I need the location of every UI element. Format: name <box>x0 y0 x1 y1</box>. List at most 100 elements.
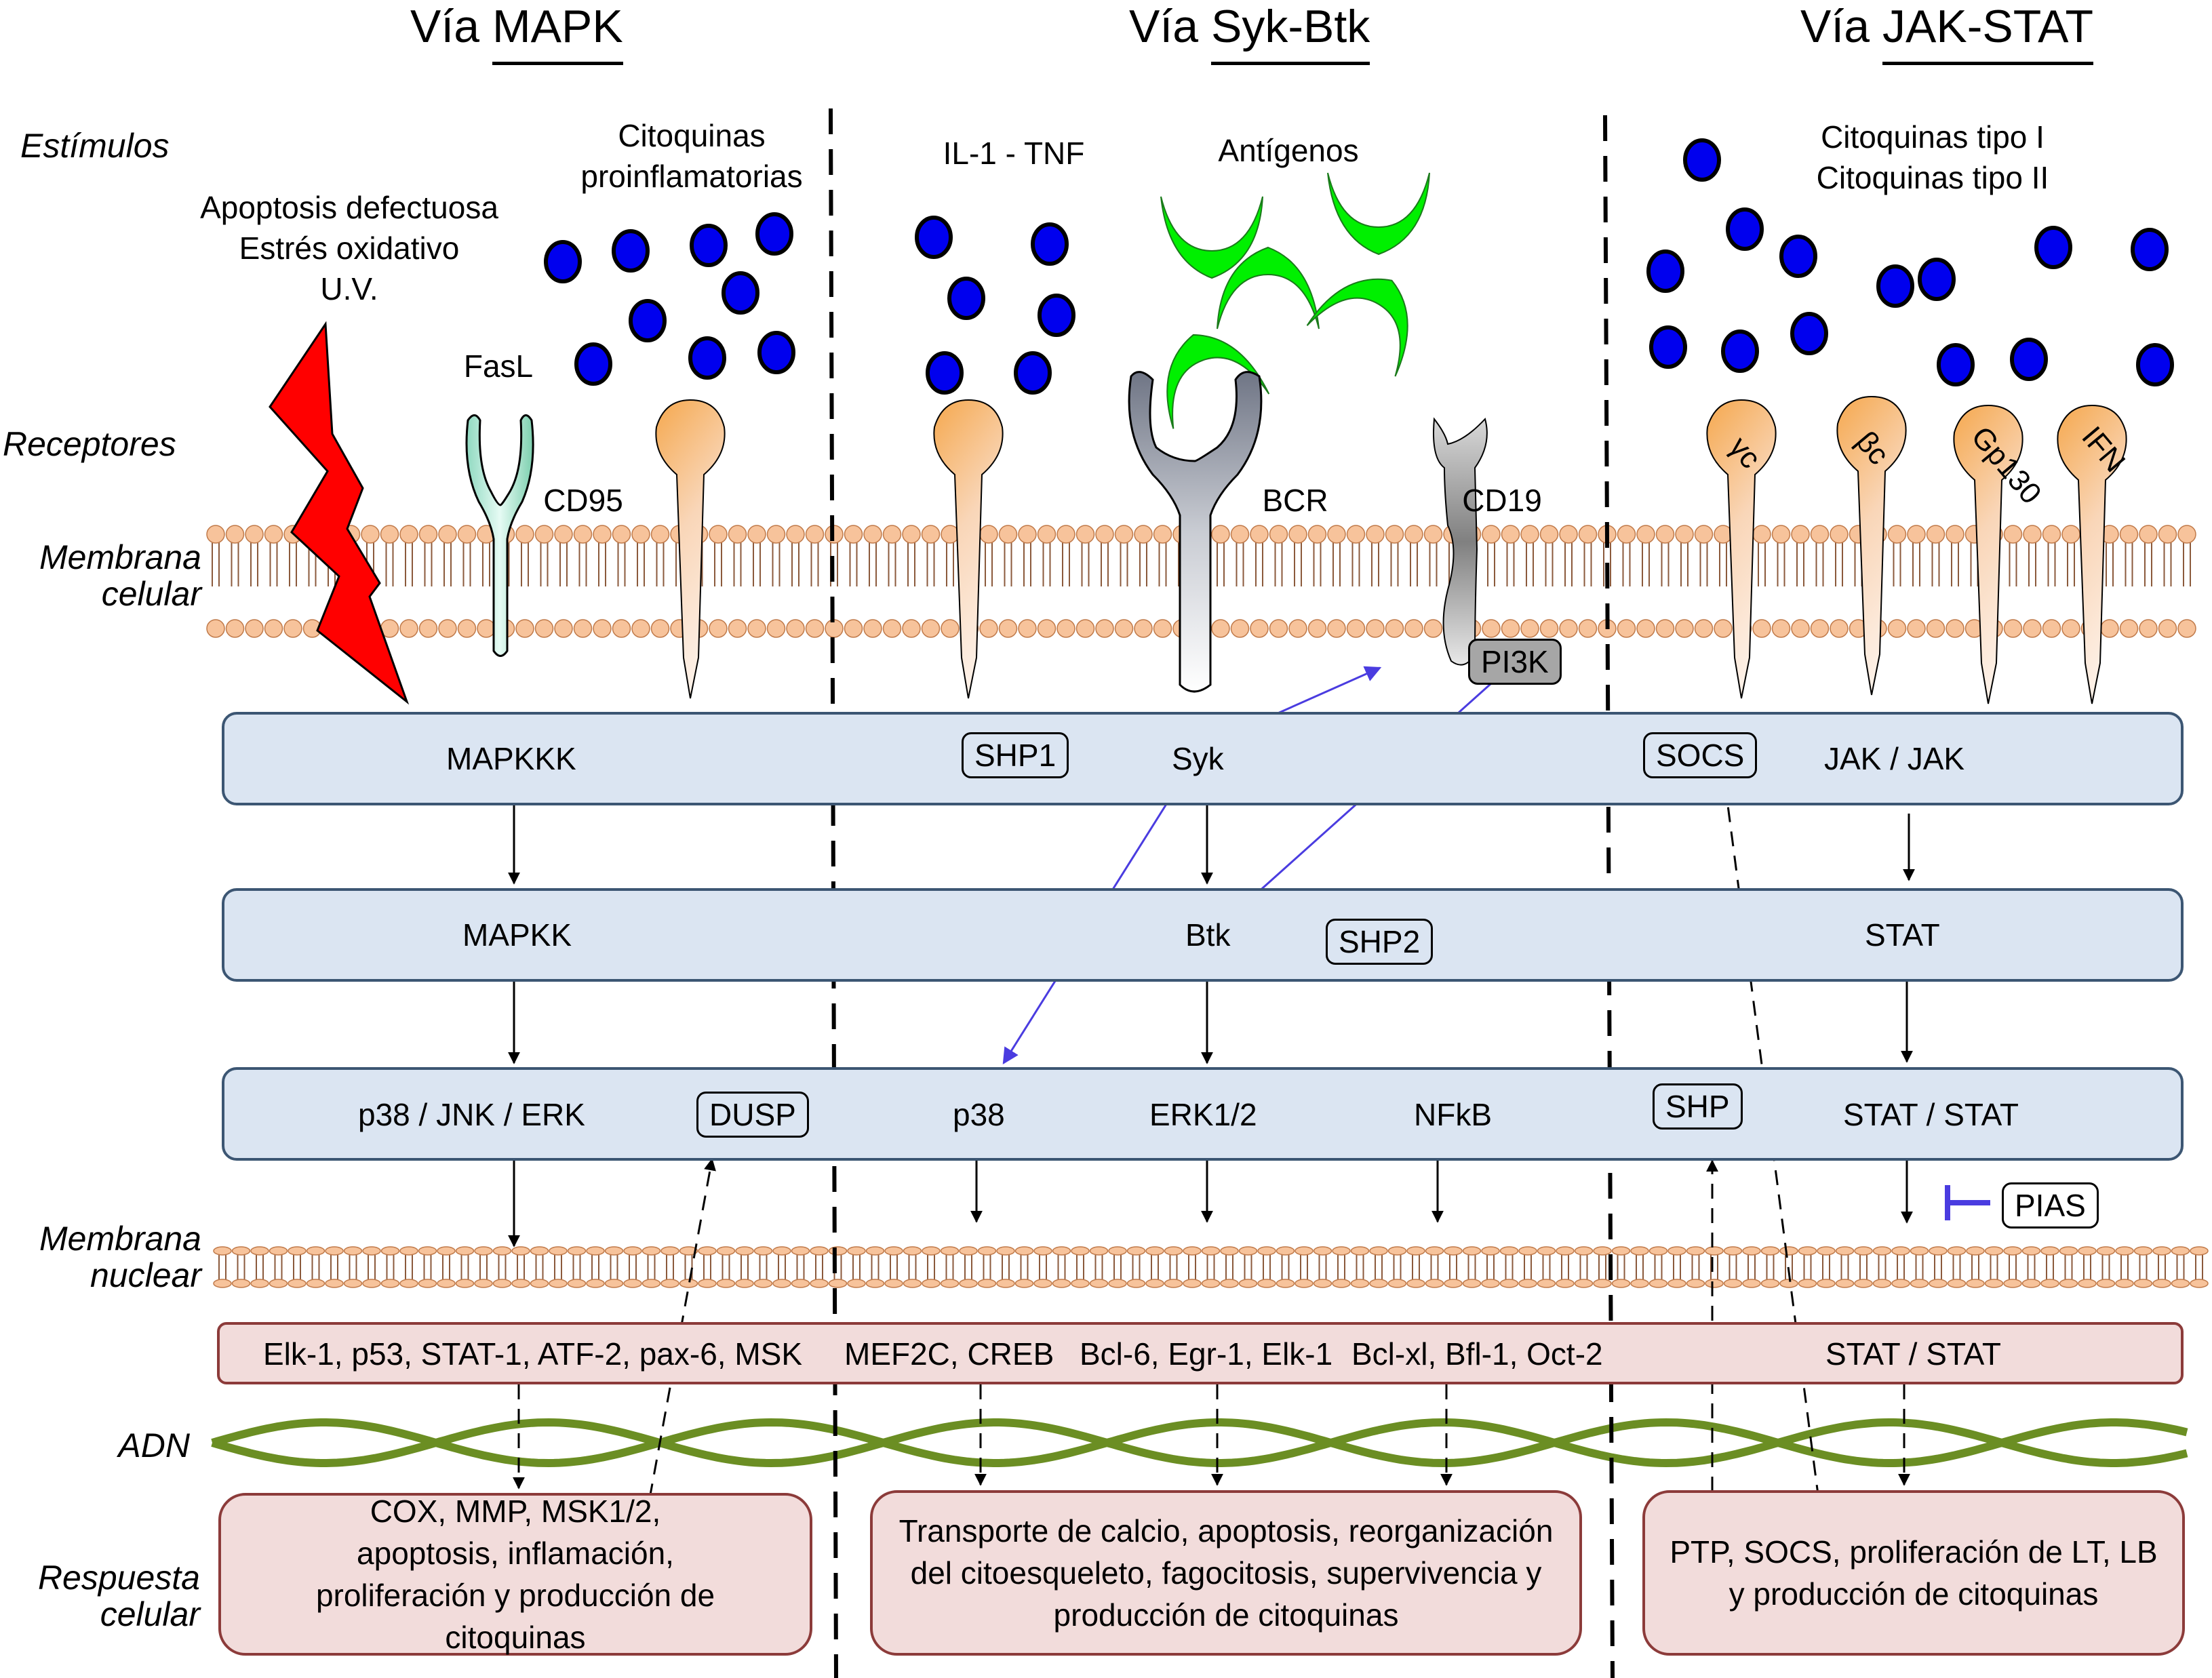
nuclear-lipid-head <box>1518 1246 1537 1256</box>
lipid-head <box>554 525 573 544</box>
lipid-head <box>245 525 264 544</box>
lipid-head <box>2003 619 2023 638</box>
nuclear-lipid-head <box>1052 1246 1071 1256</box>
nuclear-lipid-head <box>1537 1246 1556 1256</box>
antigens <box>1160 172 1430 429</box>
lipid-head <box>380 525 399 544</box>
lipid-head <box>2061 525 2080 544</box>
nuclear-lipid-head <box>1295 1246 1314 1256</box>
nuclear-lipid-head <box>325 1279 344 1288</box>
lipid-head <box>902 619 921 638</box>
lipid-head <box>1037 525 1056 544</box>
nuclear-lipid-head <box>1033 1246 1052 1256</box>
lipid-head <box>2042 619 2061 638</box>
nuclear-lipid-head <box>1406 1279 1425 1288</box>
lipid-head <box>1366 525 1385 544</box>
nuclear-lipid-head <box>1444 1246 1463 1256</box>
nuclear-lipid-head <box>884 1279 903 1288</box>
nuclear-lipid-head <box>959 1279 978 1288</box>
nuclear-lipid-head <box>399 1279 418 1288</box>
lipid-head <box>1385 619 1404 638</box>
nuclear-lipid-head <box>2171 1246 2190 1256</box>
nuclear-lipid-head <box>1108 1279 1127 1288</box>
cytokine-ligand <box>612 229 650 273</box>
nuclear-lipid-head <box>1387 1279 1407 1288</box>
lipid-head <box>1114 619 1134 638</box>
nuclear-lipid-head <box>604 1279 624 1288</box>
lipid-head <box>1230 619 1250 638</box>
antigens-label: Antígenos <box>1218 133 1359 168</box>
lipid-head <box>1887 619 1907 638</box>
receptor-gamma-c <box>1706 399 1777 699</box>
cytokine-ligand <box>629 299 667 342</box>
nuclear-lipid-head <box>306 1246 325 1256</box>
nuclear-lipid-head <box>1593 1279 1612 1288</box>
nuclear-lipid-head <box>1052 1279 1071 1288</box>
nuclear-lipid-head <box>847 1279 866 1288</box>
lipid-head <box>1771 619 1791 638</box>
lipid-head <box>573 619 593 638</box>
nuclear-lipid-head <box>1891 1279 1910 1288</box>
lipid-head <box>1578 525 1598 544</box>
lipid-head <box>1269 525 1288 544</box>
nuclear-lipid-head <box>1611 1279 1631 1288</box>
nuclear-lipid-head <box>1350 1279 1370 1288</box>
lipid-head <box>1346 525 1366 544</box>
lipid-head <box>1288 525 1307 544</box>
nuclear-lipid-head <box>2190 1279 2209 1288</box>
lipid-head <box>1694 525 1714 544</box>
nuclear-lipid-head <box>735 1246 754 1256</box>
nuclear-lipid-head <box>2040 1279 2059 1288</box>
lipid-head <box>1230 525 1250 544</box>
nuclear-lipid-head <box>810 1246 829 1256</box>
nuclear-lipid-head <box>1648 1246 1668 1256</box>
lipid-head <box>1578 619 1598 638</box>
lipid-head <box>2003 525 2023 544</box>
nuclear-lipid-head <box>847 1246 866 1256</box>
nuclear-lipid-head <box>511 1246 530 1256</box>
nuclear-lipid-head <box>1929 1246 1948 1256</box>
lipid-head <box>1946 619 1964 638</box>
lipid-head <box>2023 619 2042 638</box>
nuclear-lipid-head <box>903 1246 922 1256</box>
lipid-head <box>1752 619 1771 638</box>
nuclear-lipid-head <box>1089 1246 1109 1256</box>
nuclear-lipid-head <box>213 1279 232 1288</box>
cytokine-ligand <box>2010 338 2048 381</box>
lipid-head <box>1307 619 1327 638</box>
nuclear-lipid-head <box>2171 1279 2190 1288</box>
fasl-label: FasL <box>463 348 534 384</box>
inhibitor-dusp: DUSP <box>696 1092 809 1138</box>
lipid-head <box>1655 525 1675 544</box>
nuclear-lipid-head <box>884 1246 903 1256</box>
nuclear-lipid-head <box>1481 1279 1500 1288</box>
cd19-coreceptor <box>1433 417 1488 666</box>
antigen-crescent <box>1327 172 1430 256</box>
nuclear-lipid-head <box>418 1279 437 1288</box>
nuclear-lipid-head <box>306 1279 325 1288</box>
nuclear-lipid-head <box>474 1246 493 1256</box>
nuclear-lipid-head <box>1201 1279 1221 1288</box>
lipid-head <box>283 619 302 638</box>
bcr-receptor <box>1128 371 1263 693</box>
lipid-head <box>612 525 631 544</box>
nuclear-lipid-head <box>1835 1246 1855 1256</box>
nuclear-lipid-head <box>753 1279 773 1288</box>
nuclear-lipid-head <box>1276 1246 1295 1256</box>
cytokine-ligand <box>1683 138 1721 182</box>
nuclear-lipid-head <box>1798 1279 1817 1288</box>
nuclear-lipid-head <box>1910 1246 1929 1256</box>
dna-helix <box>211 1418 2188 1468</box>
nuclear-lipid-head <box>791 1279 810 1288</box>
nuclear-membrane <box>213 1246 2209 1288</box>
nuclear-lipid-head <box>1369 1246 1388 1256</box>
nuclear-lipid-head <box>1257 1279 1276 1288</box>
nuclear-lipid-head <box>586 1246 605 1256</box>
nuclear-lipid-head <box>1705 1246 1724 1256</box>
nuclear-lipid-head <box>2021 1279 2041 1288</box>
lipid-head <box>1501 619 1520 638</box>
nuclear-lipid-head <box>1984 1279 2004 1288</box>
cytokine-ligand <box>544 240 582 283</box>
